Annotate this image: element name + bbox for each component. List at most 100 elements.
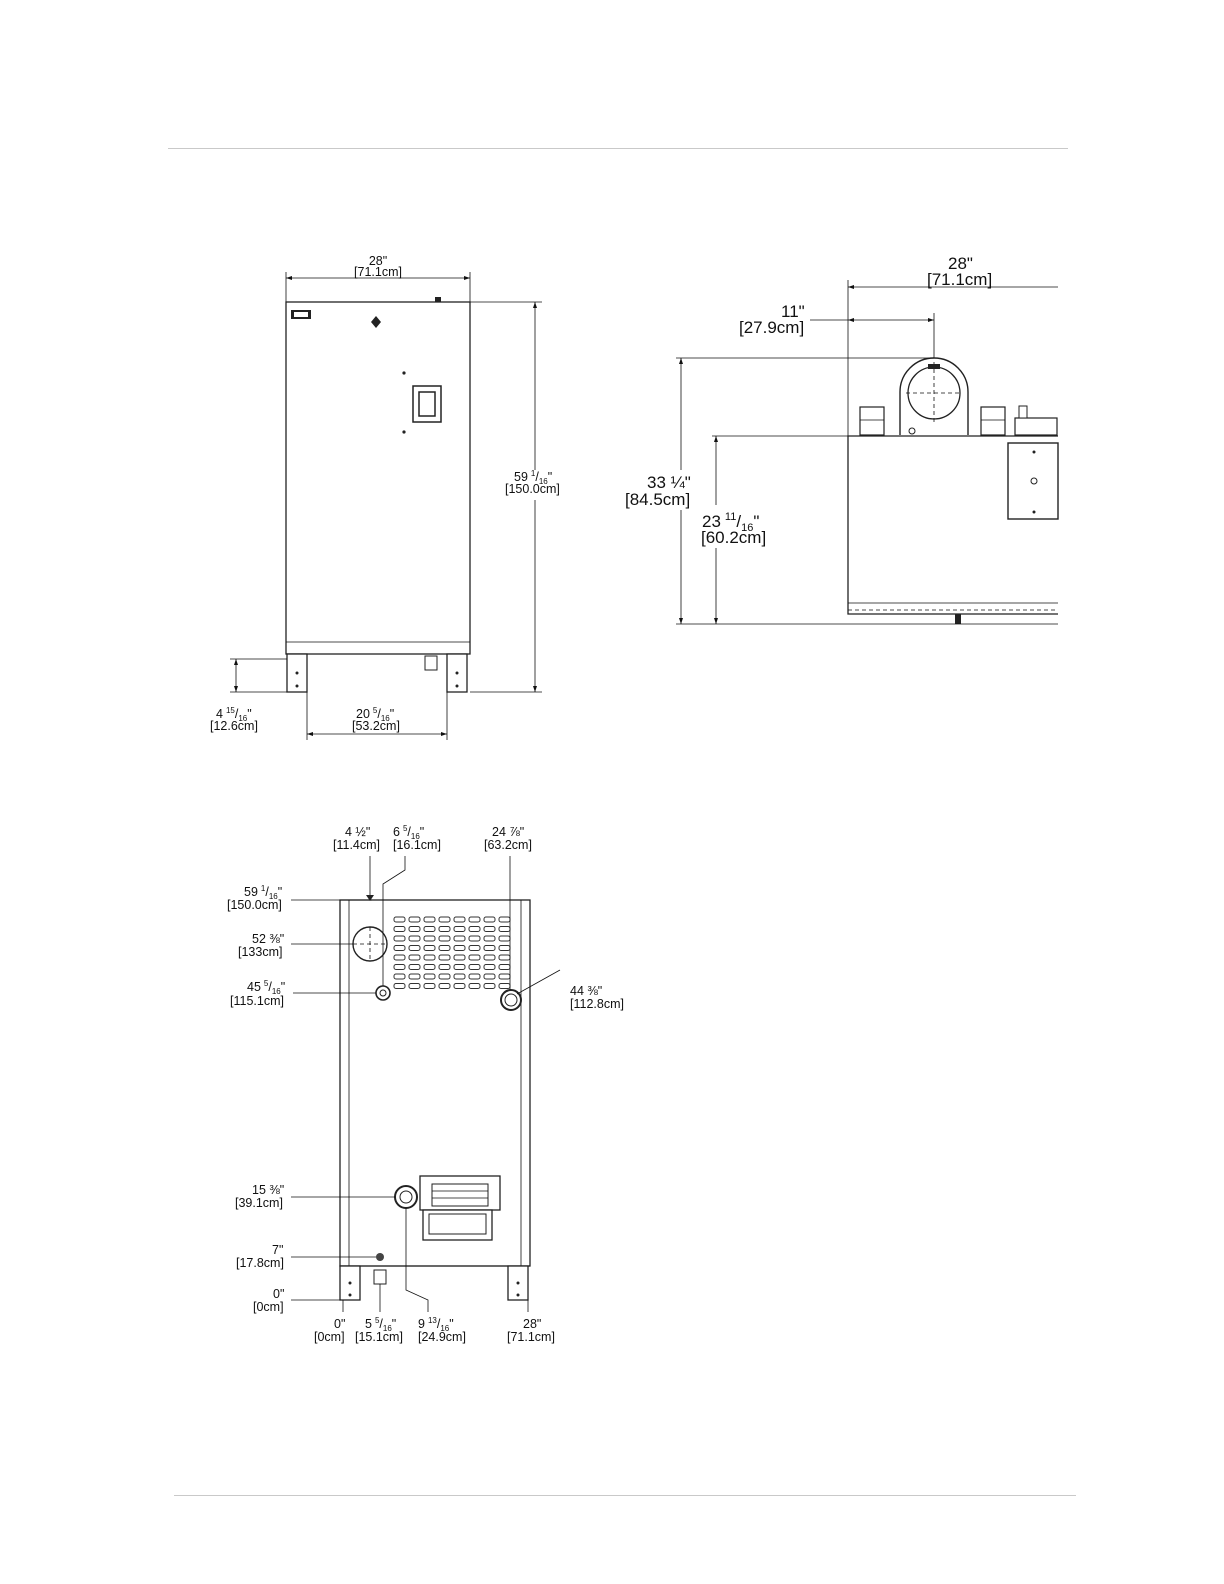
louvre-slot — [408, 954, 421, 961]
louvre-slot — [393, 954, 406, 961]
louvre-slot — [498, 973, 511, 980]
louvre-slot — [438, 954, 451, 961]
rear-top-3-cm: [63.2cm] — [484, 838, 532, 852]
rear-bottom-4-in: 28" — [523, 1317, 541, 1331]
rear-bottom-1-in: 0" — [334, 1317, 345, 1331]
rear-left-2-in: 52 ⅜" — [252, 932, 284, 946]
vent-offset-cm: [27.9cm] — [739, 318, 804, 337]
louvre-slot — [408, 973, 421, 980]
rear-left-4-in: 15 ⅜" — [252, 1183, 284, 1197]
louvre-slot — [498, 983, 511, 989]
rear-drain — [376, 1253, 384, 1261]
louvre-slot — [423, 973, 436, 980]
fitting-left — [859, 406, 885, 436]
louvre-slot — [393, 916, 406, 923]
louvre-slot — [483, 954, 496, 961]
rear-bottom-4-cm: [71.1cm] — [507, 1330, 555, 1344]
louvre-slot — [453, 916, 466, 923]
svg-text:455/16": 455/16" — [247, 979, 285, 996]
louvre-slot — [468, 916, 481, 923]
rear-left-4-cm: [39.1cm] — [235, 1196, 283, 1210]
rear-gas-connection — [375, 985, 391, 1001]
front-cabinet — [285, 301, 471, 655]
rear-right-cm: [112.8cm] — [570, 997, 624, 1011]
rear-left-3-whole: 45 — [247, 980, 261, 994]
front-height-cm: [150.0cm] — [505, 482, 560, 496]
front-width-cm: [71.1cm] — [354, 265, 402, 279]
leg-height-whole: 4 — [216, 707, 223, 721]
louvre-slot — [498, 916, 511, 923]
svg-text:55/16": 55/16" — [365, 1316, 396, 1333]
rear-bottom-2-whole: 5 — [365, 1317, 372, 1331]
louvre-slot — [423, 926, 436, 932]
louvre-slot — [498, 926, 511, 932]
vent-height-cm: [84.5cm] — [625, 490, 690, 509]
louvre-slot — [468, 964, 481, 970]
louvre-slot — [468, 945, 481, 951]
drop-icon — [371, 316, 381, 328]
leg-spacing-whole: 20 — [356, 707, 370, 721]
top-height-cm: [60.2cm] — [701, 528, 766, 547]
louvre-slot — [453, 926, 466, 932]
louvre-slot — [468, 983, 481, 989]
rear-top-3-in: 24 ⅞" — [492, 825, 524, 839]
louvre-slot — [483, 983, 496, 989]
rear-left-5-cm: [17.8cm] — [236, 1256, 284, 1270]
louvre-slot — [393, 935, 406, 942]
louvre-slot — [408, 935, 421, 942]
front-width-in: 28" — [369, 254, 387, 268]
svg-text:415/16": 415/16" — [216, 706, 252, 723]
rear-top-1-cm: [11.4cm] — [333, 838, 380, 852]
louvre-slot — [408, 945, 421, 951]
control-display — [412, 385, 442, 423]
louvre-slot — [468, 973, 481, 980]
rear-water-inlet — [394, 1185, 418, 1209]
louvre-slot — [498, 945, 511, 951]
leg-spacing-cm: [53.2cm] — [352, 719, 400, 733]
footer-rule — [174, 1495, 1076, 1496]
svg-text:591/16": 591/16" — [244, 884, 282, 901]
louvre-slot — [408, 983, 421, 989]
louvre-slot — [453, 954, 466, 961]
rear-bottom-2-cm: [15.1cm] — [355, 1330, 403, 1344]
rear-top-2-cm: [16.1cm] — [393, 838, 441, 852]
fitting-right — [980, 406, 1006, 436]
svg-text:913/16": 913/16" — [418, 1316, 454, 1333]
leg-height-cm: [12.6cm] — [210, 719, 258, 733]
drain-valve — [424, 655, 438, 671]
louvre-slot — [498, 935, 511, 942]
svg-text:205/16": 205/16" — [356, 706, 394, 723]
louvre-slot — [483, 926, 496, 932]
louvre-slot — [483, 935, 496, 942]
fitting-junction — [1014, 417, 1058, 436]
louvre-slot — [423, 964, 436, 970]
louvre-slot — [423, 954, 436, 961]
louvre-slot — [453, 983, 466, 989]
louvre-slot — [393, 973, 406, 980]
rear-left-2-cm: [133cm] — [238, 945, 282, 959]
vent-height-in: 33 ¼" — [647, 473, 691, 492]
louvre-slot — [453, 973, 466, 980]
top-height-whole: 23 — [702, 512, 721, 531]
louvre-slot — [393, 945, 406, 951]
rear-bottom-3-cm: [24.9cm] — [418, 1330, 466, 1344]
louvre-slot — [393, 964, 406, 970]
louvre-slot — [438, 964, 451, 970]
svg-text:591/16": 591/16" — [514, 469, 552, 486]
rear-left-5-in: 7" — [272, 1243, 283, 1257]
louvre-slot — [408, 916, 421, 923]
rear-left-6-cm: [0cm] — [253, 1300, 284, 1314]
louvre-slot — [393, 926, 406, 932]
rear-top-1-in: 4 ½" — [345, 825, 370, 839]
rear-left-1-whole: 59 — [244, 885, 258, 899]
side-width-in: 28" — [948, 254, 973, 273]
louvre-slot — [423, 945, 436, 951]
louvre-slot — [468, 954, 481, 961]
rear-top-2-whole: 6 — [393, 825, 400, 839]
header-rule — [168, 148, 1068, 149]
louvre-slot — [483, 916, 496, 923]
louvre-slot — [438, 945, 451, 951]
